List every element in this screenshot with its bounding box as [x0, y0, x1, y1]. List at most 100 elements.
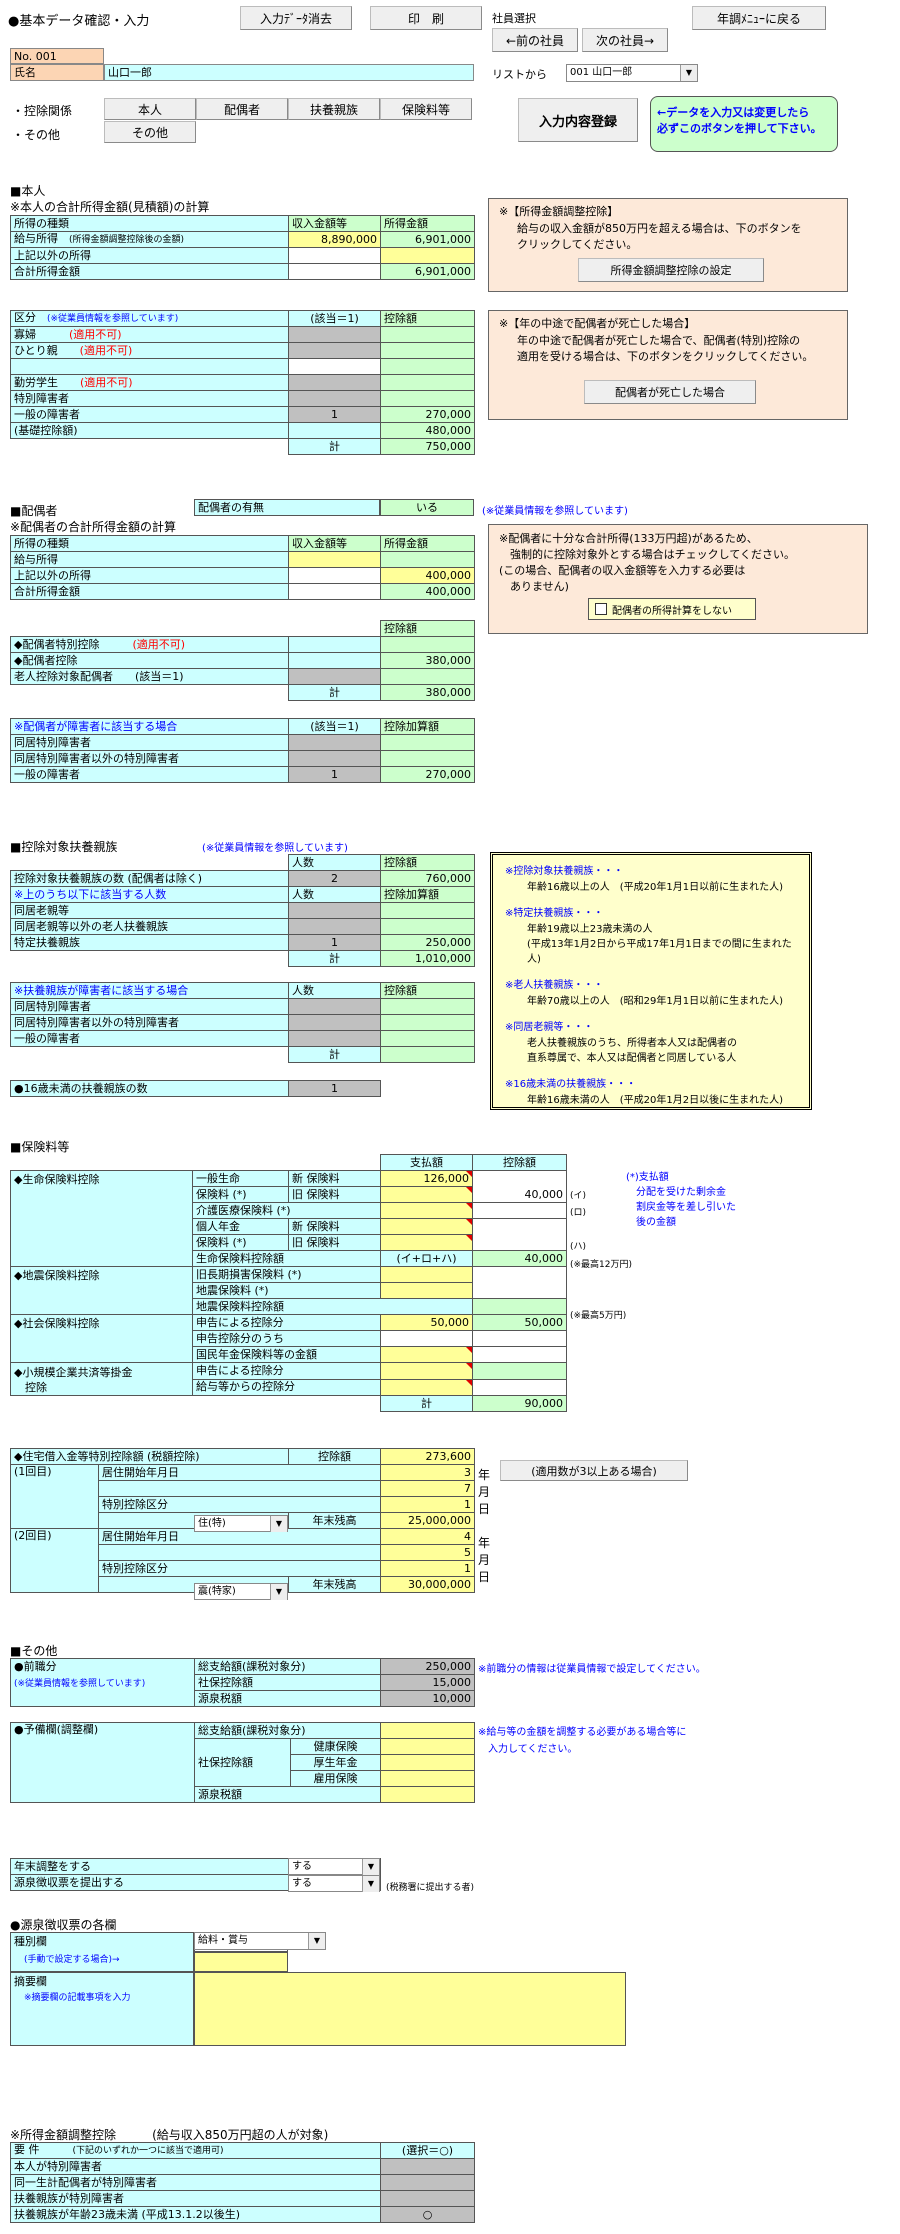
quake-premium-amount[interactable]	[380, 1282, 473, 1299]
first-balance[interactable]: 25,000,000	[380, 1512, 476, 1529]
adjust-row-4-label: 扶養親族が年齢23歳未満 (平成13.1.2以後生)	[10, 2206, 381, 2223]
legend-key-4: ※同居老親等・・・	[505, 1022, 594, 1033]
first-start-month[interactable]: 7	[380, 1480, 476, 1497]
second-start-year[interactable]: 4	[380, 1528, 476, 1545]
salary-income-amount[interactable]: 8,890,000	[288, 231, 381, 248]
spouse-has-value[interactable]: いる	[380, 499, 474, 516]
adjust-row-2-value[interactable]	[380, 2174, 475, 2191]
kafu-note: (適用不可)	[69, 327, 122, 341]
quake-total-label: 地震保険料控除額	[192, 1298, 473, 1315]
adj-pension-amount[interactable]	[380, 1754, 475, 1771]
small-salary-amount[interactable]	[380, 1378, 473, 1396]
shubetsu-manual-input[interactable]	[194, 1952, 288, 1972]
first-start-year[interactable]: 3	[380, 1464, 476, 1481]
tab-sonota[interactable]: その他	[104, 121, 196, 143]
life-general-new-amount[interactable]: 126,000	[380, 1170, 473, 1187]
employee-select[interactable]: 001 山口一郎	[566, 64, 698, 82]
spouse-other-result[interactable]: 400,000	[380, 567, 475, 584]
life-total-note: (イ+ロ+ハ)	[380, 1250, 473, 1267]
print-button[interactable]: 印 刷	[370, 6, 482, 30]
adj-gross-label: 総支給額(課税対象分)	[194, 1722, 381, 1739]
tekiyo-input[interactable]	[194, 1972, 626, 2046]
pension-old-label: 旧 保険料	[288, 1234, 381, 1251]
student-label: 勤労学生	[14, 375, 58, 389]
fuyo-cohabit-special-amount	[380, 998, 475, 1015]
second-balance[interactable]: 30,000,000	[380, 1576, 476, 1593]
pension-deduction	[472, 1218, 567, 1251]
tab-haigusha[interactable]: 配偶者	[196, 98, 288, 120]
tekiyo-note: ※摘要欄の記載事項を入力	[24, 1993, 131, 2003]
second-start-month[interactable]: 5	[380, 1544, 476, 1561]
spouse-income-subtitle: ※配偶者の合計所得金額の計算	[10, 520, 177, 534]
legend-key-5: ※16歳未満の扶養親族・・・	[505, 1079, 637, 1090]
medical-care-amount[interactable]	[380, 1202, 473, 1219]
first-start-day[interactable]: 1	[380, 1496, 476, 1513]
quake-max-note: (※最高5万円)	[570, 1311, 627, 1321]
prev-social-label: 社保控除額	[194, 1674, 381, 1691]
life-general-new-label: 新 保険料	[288, 1170, 381, 1187]
fuyo-other-special-count	[288, 1014, 381, 1031]
second-d-unit: 日	[478, 1570, 491, 1584]
life-general-old-amount[interactable]	[380, 1186, 473, 1203]
next-employee-button[interactable]: 次の社員→	[582, 28, 668, 52]
quake-old-amount[interactable]	[380, 1266, 473, 1283]
register-button[interactable]: 入力内容登録	[518, 98, 638, 142]
adj-employment-amount[interactable]	[380, 1770, 475, 1787]
adj-health-amount[interactable]	[380, 1738, 475, 1755]
spouse-exclude-checkbox[interactable]	[595, 603, 607, 615]
second-start-day[interactable]: 1	[380, 1560, 476, 1577]
other-income-result[interactable]	[380, 247, 475, 264]
adjust-section-label: ※所得金額調整控除	[10, 2128, 117, 2142]
adjust-row-4-value[interactable]: ○	[380, 2206, 475, 2223]
prev-employee-button[interactable]: ←前の社員	[492, 28, 578, 52]
previous-job-note: ※前職分の情報は従業員情報で設定してください。	[478, 1664, 706, 1675]
spouse-deduction-total: 380,000	[380, 684, 475, 701]
mark-ro: (ロ)	[570, 1208, 587, 1218]
pension-label: 個人年金	[192, 1218, 289, 1235]
tab-honnin[interactable]: 本人	[104, 98, 196, 120]
hitorioya-label: ひとり親	[14, 343, 58, 357]
mark-i: (イ)	[570, 1191, 587, 1201]
fuyo-sub-total: 1,010,000	[380, 950, 475, 967]
small-declared-amount[interactable]	[380, 1362, 473, 1380]
spouse-salary-amount[interactable]	[288, 551, 381, 568]
other-section-title: ■その他	[10, 1644, 58, 1658]
back-to-menu-button[interactable]: 年調ﾒﾆｭｰに戻る	[692, 6, 826, 30]
second-kubun-select[interactable]: 震(特家)	[194, 1583, 288, 1600]
special-disabled-amount	[380, 390, 475, 407]
adj-gross-amount[interactable]	[380, 1722, 475, 1739]
deduction-label: ・控除関係	[12, 104, 73, 118]
social-declared-label: 申告による控除分	[192, 1314, 381, 1331]
pension-old-amount[interactable]	[380, 1234, 473, 1251]
spouse-deduction-total-label: 計	[288, 684, 381, 701]
housing-loan-amount[interactable]: 273,600	[380, 1448, 476, 1465]
fuyo-cohabit-parent-label: 同居老親等	[10, 902, 289, 919]
shubetsu-select[interactable]: 給料・賞与	[194, 1932, 326, 1950]
do-nencho-select[interactable]: する	[288, 1858, 380, 1875]
spouse-death-button[interactable]: 配偶者が死亡した場合	[584, 380, 756, 404]
special-disabled-label: 特別障害者	[10, 390, 289, 407]
list-label: リストから	[492, 68, 547, 81]
kafu-flag	[288, 326, 381, 343]
adjust-row-1-value[interactable]	[380, 2158, 475, 2175]
clear-input-button[interactable]: 入力ﾃﾞｰﾀ消去	[240, 6, 352, 30]
fuyo-other-special-label: 同居特別障害者以外の特別障害者	[10, 1014, 289, 1031]
adj-tax-amount[interactable]	[380, 1786, 475, 1803]
adjust-row-3-label: 扶養親族が特別障害者	[10, 2190, 381, 2207]
adjust-req-note: (下記のいずれか一つに該当で適用可)	[72, 2146, 224, 2156]
income-adjustment-button[interactable]: 所得金額調整控除の設定	[578, 258, 764, 282]
small-business-label-1: ◆小規模企業共済等掛金	[14, 1366, 133, 1379]
spouse-exclude-checkbox-wrap[interactable]: 配偶者の所得計算をしない	[588, 598, 756, 620]
national-pension-amount[interactable]	[380, 1346, 473, 1363]
honnin-section-title: ■本人	[10, 184, 46, 198]
fuyo-general-disabled-label: 一般の障害者	[10, 1030, 289, 1047]
tab-fuyo[interactable]: 扶養親族	[288, 98, 380, 120]
adjust-row-3-value[interactable]	[380, 2190, 475, 2207]
submit-slip-select[interactable]: する	[288, 1875, 380, 1892]
pension-new-amount[interactable]	[380, 1218, 473, 1235]
social-declared-amount[interactable]: 50,000	[380, 1314, 473, 1331]
second-kubun-label: 特別控除区分	[97, 1560, 382, 1577]
housing-loan-more-button[interactable]: (適用数が3以上ある場合)	[500, 1460, 688, 1481]
first-kubun-select[interactable]: 住(特)	[194, 1515, 288, 1532]
tab-hoken[interactable]: 保険料等	[380, 98, 472, 120]
